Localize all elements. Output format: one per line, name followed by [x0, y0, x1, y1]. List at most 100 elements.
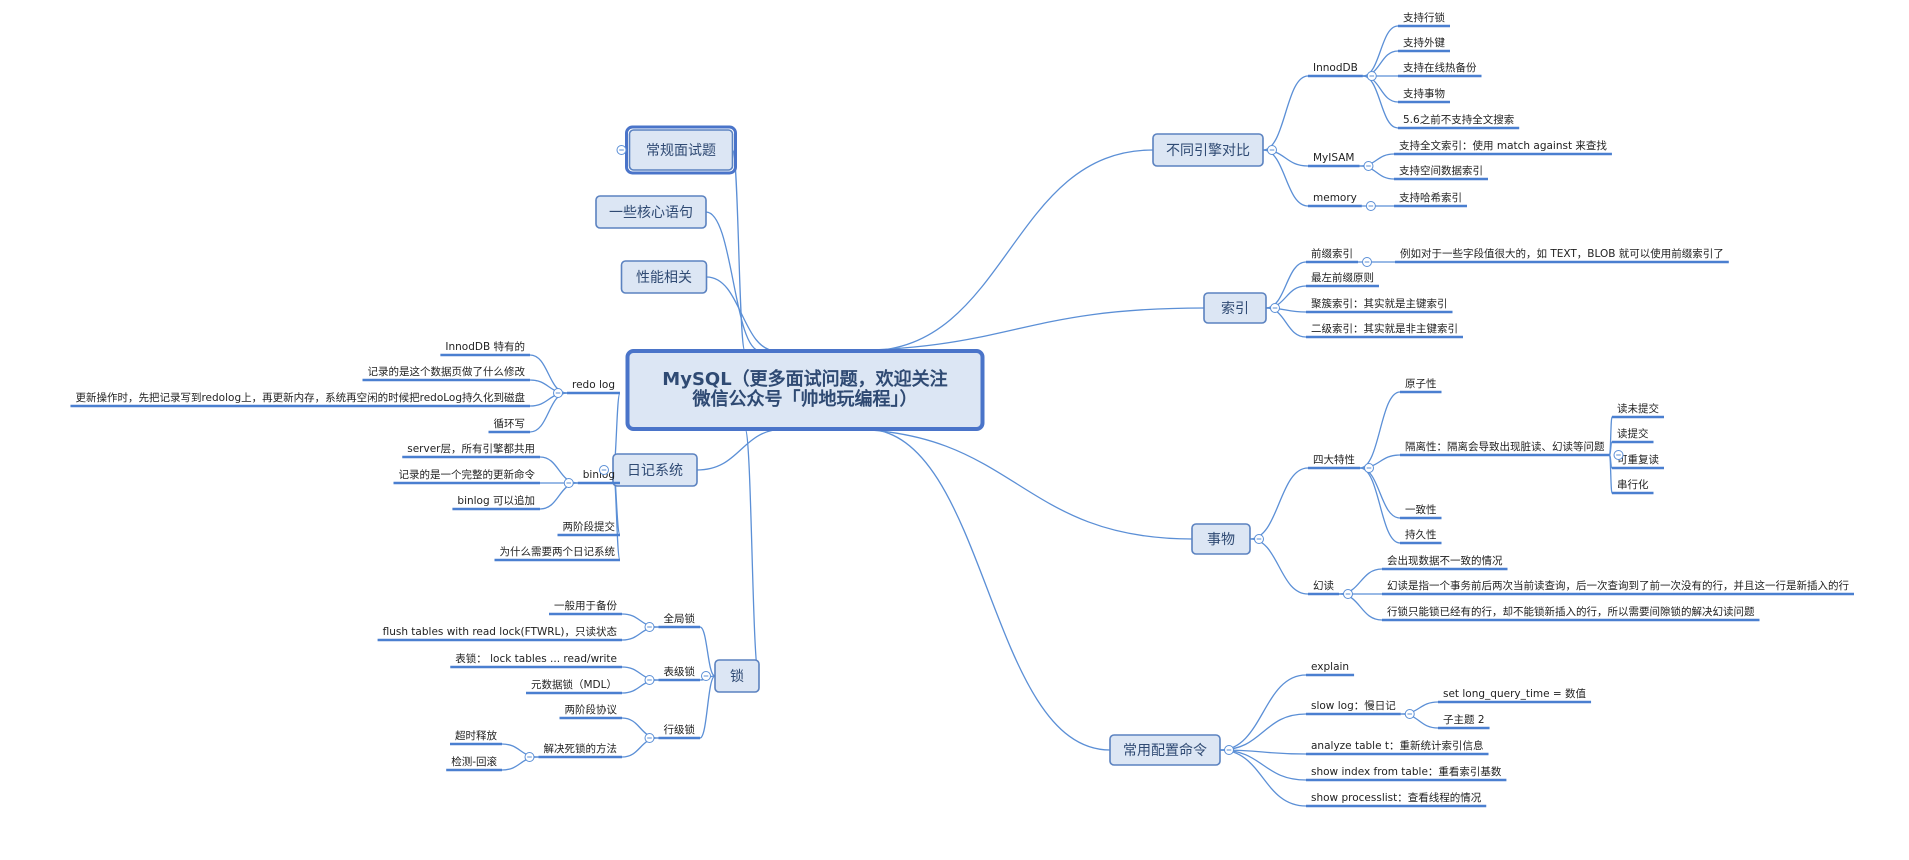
topic-t2[interactable]: 元数据锁（MDL） — [526, 678, 622, 695]
connector-line — [731, 149, 746, 352]
tx-collapse-toggle[interactable] — [1254, 534, 1264, 544]
topic-phantom[interactable]: 幻读 — [1308, 579, 1339, 596]
topic-dead1[interactable]: 超时释放 — [450, 729, 502, 746]
topic-ph2[interactable]: 幻读是指一个事务前后两次当前读查询，后一次查询到了前一次没有的行，并且这一行是新… — [1382, 579, 1854, 596]
topic-redo[interactable]: redo log — [567, 379, 620, 395]
topic-bl1[interactable]: server层，所有引擎都共用 — [402, 442, 540, 459]
topic-secondary[interactable]: 二级索引：其实就是非主键索引 — [1306, 322, 1463, 339]
topic-iso[interactable]: 隔离性：隔离会导致出现脏读、幻读等问题 — [1400, 440, 1610, 457]
binlog-collapse-toggle[interactable] — [563, 478, 574, 488]
topic-bl2[interactable]: 记录的是一个完整的更新命令 — [393, 468, 541, 485]
branch-label: 性能相关 — [636, 270, 692, 286]
topic-atom[interactable]: 原子性 — [1400, 377, 1442, 394]
branch-tx[interactable]: 事物 — [1191, 523, 1251, 555]
branch-engine[interactable]: 不同引擎对比 — [1152, 133, 1264, 167]
memory-collapse-toggle[interactable] — [1365, 201, 1376, 211]
topic-durab[interactable]: 持久性 — [1400, 528, 1442, 545]
lock-collapse-toggle[interactable] — [701, 671, 711, 681]
slowlog-collapse-toggle[interactable] — [1404, 709, 1415, 719]
branch-lock[interactable]: 锁 — [714, 659, 760, 693]
topic-label: 读提交 — [1617, 427, 1649, 440]
topic-dead[interactable]: 解决死锁的方法 — [538, 742, 623, 759]
branch-perf[interactable]: 性能相关 — [620, 260, 708, 294]
topic-t1[interactable]: 表锁： lock tables ... read/write — [450, 652, 622, 669]
topic-label: 表锁： lock tables ... read/write — [455, 652, 617, 665]
branch-common[interactable]: 常规面试题 — [625, 125, 737, 175]
index-collapse-toggle[interactable] — [1270, 303, 1280, 313]
topic-table[interactable]: 表级锁 — [658, 665, 701, 682]
redo-collapse-toggle[interactable] — [553, 388, 564, 398]
phantom-collapse-toggle[interactable] — [1343, 589, 1353, 599]
topic-ph3[interactable]: 行锁只能锁已经有的行，却不能锁新插入的行，所以需要间隙锁的解决幻读问题 — [1382, 605, 1760, 622]
topic-row[interactable]: 行级锁 — [658, 723, 701, 740]
topic-slowlog[interactable]: slow log：慢日记 — [1306, 700, 1401, 716]
topic-showindex[interactable]: show index from table：重看索引基数 — [1306, 765, 1507, 782]
topic-why2[interactable]: 为什么需要两个日记系统 — [494, 545, 621, 562]
topic-cluster[interactable]: 聚簇索引：其实就是主键索引 — [1306, 297, 1453, 314]
topic-r3[interactable]: 更新操作时，先把记录写到redolog上，再更新内存，系统再空闲的时候把redo… — [70, 391, 530, 408]
topic-prefix[interactable]: 前缀索引 — [1306, 247, 1358, 264]
topic-iso1[interactable]: 读未提交 — [1612, 402, 1664, 419]
topic-showproc[interactable]: show processlist：查看线程的情况 — [1306, 791, 1487, 808]
topic-analyze[interactable]: analyze table t：重新统计索引信息 — [1306, 739, 1489, 756]
branch-log[interactable]: 日记系统 — [612, 453, 698, 487]
topic-row1[interactable]: 两阶段协议 — [559, 703, 623, 720]
dead-collapse-toggle[interactable] — [524, 752, 535, 762]
prefix-collapse-toggle[interactable] — [1362, 257, 1372, 267]
branch-cmd[interactable]: 常用配置命令 — [1109, 734, 1221, 766]
topic-r1[interactable]: InnodDB 特有的 — [440, 340, 530, 357]
topic-iso4[interactable]: 串行化 — [1612, 478, 1654, 495]
topic-label: binlog 可以追加 — [457, 494, 535, 507]
global-collapse-toggle[interactable] — [644, 622, 655, 632]
topic-iso2[interactable]: 读提交 — [1612, 427, 1654, 444]
innodb-collapse-toggle[interactable] — [1366, 71, 1377, 81]
topic-g1[interactable]: 一般用于备份 — [549, 599, 622, 616]
topic-r4[interactable]: 循环写 — [488, 417, 531, 434]
topic-consist[interactable]: 一致性 — [1400, 503, 1442, 520]
topic-sl2[interactable]: 子主题 2 — [1438, 714, 1490, 730]
connector-line — [1608, 454, 1613, 494]
topic-explain[interactable]: explain — [1306, 661, 1355, 677]
topic-ph1[interactable]: 会出现数据不一致的情况 — [1382, 554, 1508, 571]
engine-collapse-toggle[interactable] — [1267, 145, 1277, 155]
topic-i4[interactable]: 支持事物 — [1398, 87, 1450, 104]
topic-acid[interactable]: 四大特性 — [1308, 453, 1360, 470]
acid-collapse-toggle[interactable] — [1364, 463, 1374, 473]
topic-innodb[interactable]: InnodDB — [1308, 62, 1363, 78]
topic-i1[interactable]: 支持行锁 — [1398, 11, 1450, 28]
branch-core[interactable]: 一些核心语句 — [595, 195, 707, 229]
topic-memory[interactable]: memory — [1308, 192, 1362, 208]
cmd-collapse-toggle[interactable] — [1224, 745, 1234, 755]
topic-2pc[interactable]: 两阶段提交 — [557, 520, 621, 537]
topic-i5[interactable]: 5.6之前不支持全文搜索 — [1398, 113, 1520, 130]
topic-label: binlog — [583, 469, 615, 481]
topic-global[interactable]: 全局锁 — [658, 612, 701, 629]
log-collapse-toggle[interactable] — [599, 465, 609, 475]
topic-iso3[interactable]: 可重复读 — [1612, 453, 1664, 470]
topic-r2[interactable]: 记录的是这个数据页做了什么修改 — [362, 365, 531, 382]
branch-index[interactable]: 索引 — [1203, 292, 1267, 324]
connector-line — [1362, 75, 1399, 103]
topic-leftmost[interactable]: 最左前缀原则 — [1306, 271, 1379, 288]
branch-common-collapse-toggle[interactable] — [616, 145, 627, 155]
topic-i3[interactable]: 支持在线热备份 — [1398, 61, 1482, 78]
row-collapse-toggle[interactable] — [644, 733, 655, 743]
topic-m2[interactable]: 支持空间数据索引 — [1394, 164, 1488, 181]
topic-label: 更新操作时，先把记录写到redolog上，再更新内存，系统再空闲的时候把redo… — [75, 391, 525, 404]
topic-bl3[interactable]: binlog 可以追加 — [452, 494, 540, 511]
topic-g2[interactable]: flush tables with read lock(FTWRL)，只读状态 — [377, 625, 622, 642]
topic-label: 两阶段提交 — [563, 520, 616, 533]
table-collapse-toggle[interactable] — [644, 675, 655, 685]
myisam-collapse-toggle[interactable] — [1363, 161, 1374, 171]
topic-dead2[interactable]: 检测-回滚 — [446, 755, 502, 772]
topic-sl1[interactable]: set long_query_time = 数值 — [1438, 687, 1592, 704]
topic-myisam[interactable]: MyISAM — [1308, 152, 1360, 168]
topic-i2[interactable]: 支持外键 — [1398, 36, 1450, 53]
iso-collapse-toggle[interactable] — [1613, 450, 1624, 460]
topic-mem1[interactable]: 支持哈希索引 — [1394, 191, 1467, 208]
topic-binlog[interactable]: binlog — [577, 469, 620, 485]
topic-label: InnodDB 特有的 — [445, 340, 525, 353]
topic-m1[interactable]: 支持全文索引：使用 match against 来查找 — [1394, 139, 1612, 156]
topic-prefix1[interactable]: 例如对于一些字段值很大的，如 TEXT，BLOB 就可以使用前缀索引了 — [1395, 247, 1729, 264]
